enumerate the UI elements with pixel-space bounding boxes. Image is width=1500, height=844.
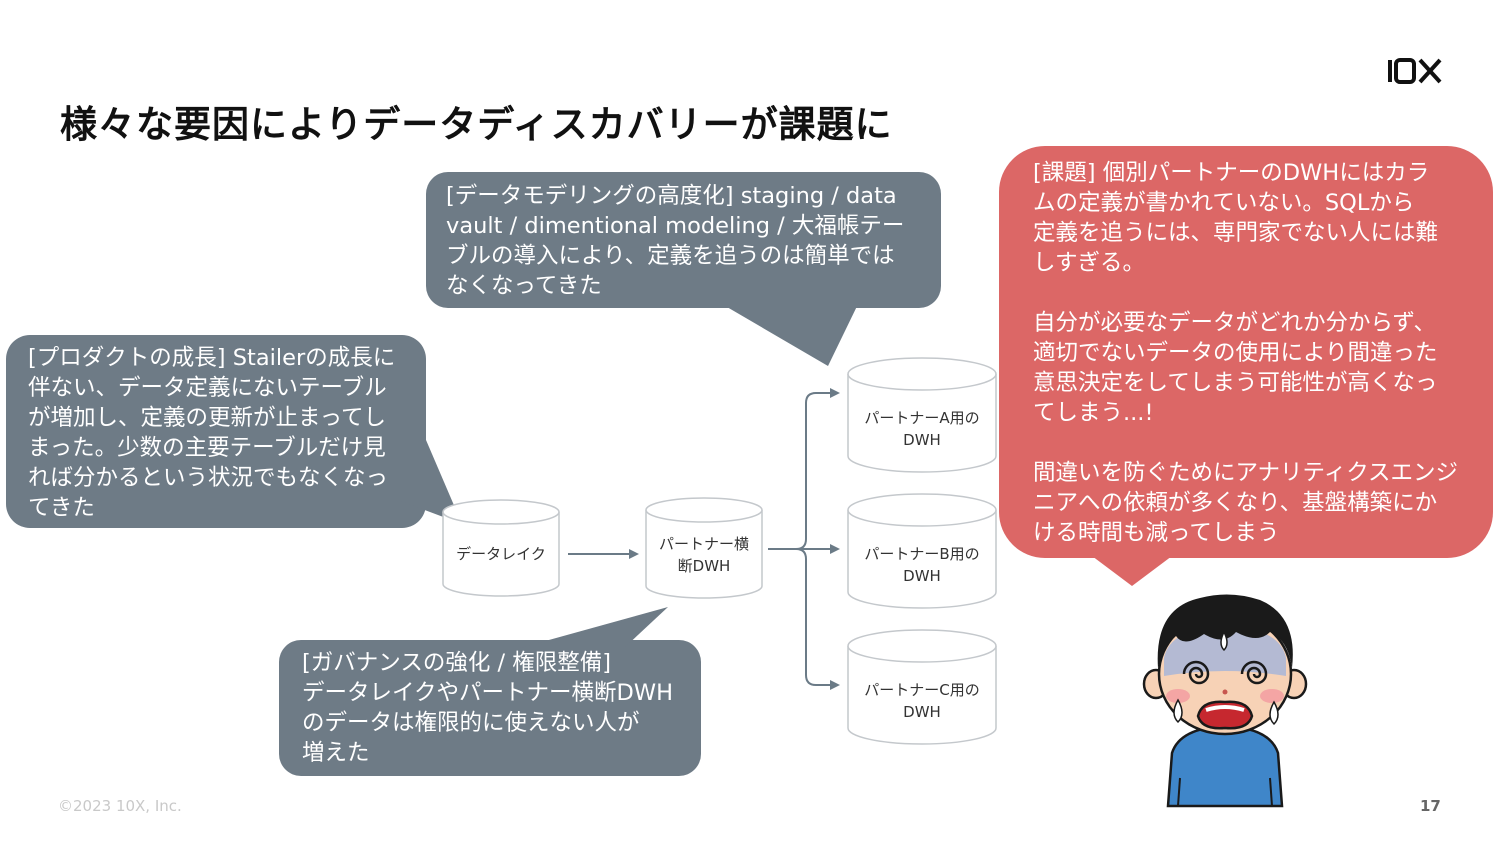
10x-logo [1388,58,1442,84]
branch-arrows [768,388,840,690]
dwh-b-label: パートナーB用の DWH [864,545,980,585]
issue-callout-text: [課題] 個別パートナーのDWHにはカラ ムの定義が書かれていない。SQLから … [1033,160,1459,546]
confused-person-illustration [1142,594,1308,808]
page-number: 17 [1420,797,1441,815]
governance-callout-shape [279,607,701,776]
governance-callout-text: [ガバナンスの強化 / 権限整備] データレイクやパートナー横断DWH のデータ… [302,650,674,766]
copyright-text: ©2023 10X, Inc. [58,797,182,815]
dwh-c-label: パートナーC用の DWH [864,681,980,721]
modeling-callout-text: [データモデリングの高度化] staging / data vault / di… [446,183,905,299]
slide-title: 様々な要因によりデータディスカバリーが課題に [60,103,893,146]
datalake-label: データレイク [456,545,546,563]
dwh-c-cylinder [847,629,997,745]
product-callout-shape [6,335,462,528]
dwh-b-cylinder [847,493,997,609]
issue-callout-shape [999,146,1493,586]
modeling-callout-shape [426,172,941,366]
datalake-cylinder [442,499,560,597]
product-callout-text: [プロダクトの成長] Stailerの成長に 伴ない、データ定義にないテーブル … [28,345,396,521]
cross-dwh-cylinder [645,497,763,599]
dwh-a-cylinder [847,357,997,473]
cross-dwh-label: パートナー横 断DWH [658,535,749,575]
dwh-a-label: パートナーA用の DWH [864,409,980,449]
